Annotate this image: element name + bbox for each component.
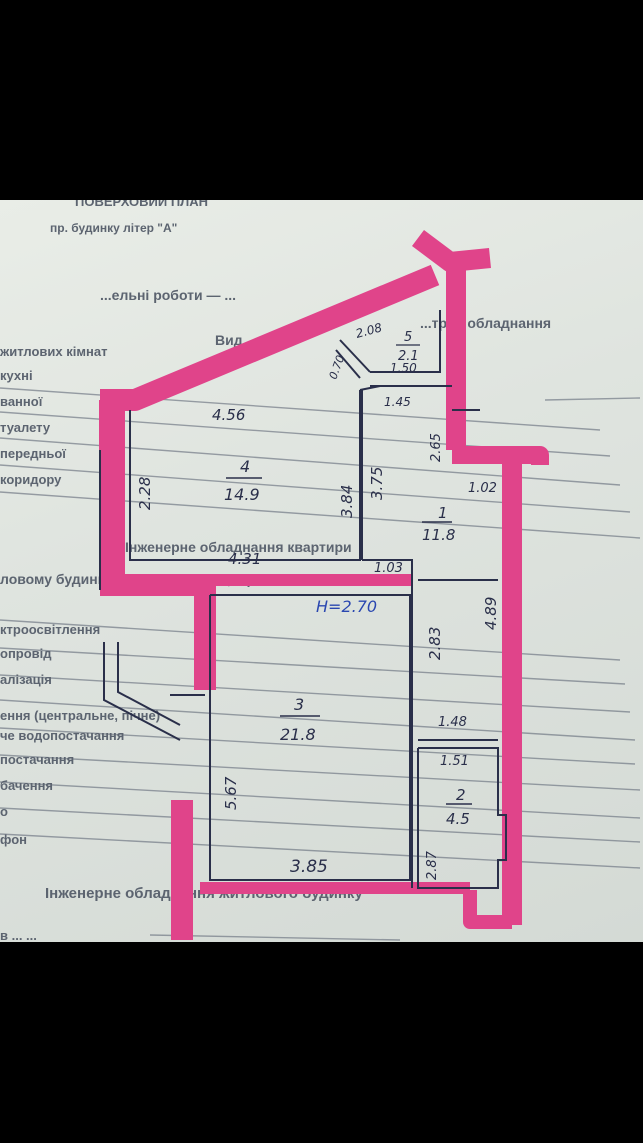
form-label-supply: бачення xyxy=(0,778,53,793)
form-label-hotwater: че водопостачання xyxy=(0,728,124,743)
dimension-labels: 4.56 2.28 4.31 3.84 3.75 2.08 0.70 1.50 … xyxy=(136,320,500,880)
room-1-area: 11.8 xyxy=(422,526,455,544)
dim-3-84: 3.84 xyxy=(338,485,356,518)
room-1: 1 11.8 xyxy=(422,504,455,544)
dim-3-75: 3.75 xyxy=(368,467,386,500)
form-label-rooms: житлових кімнат xyxy=(0,344,107,359)
form-label-phone: фон xyxy=(0,832,27,847)
form-label-heating: ення (центральне, пічне) xyxy=(0,708,160,723)
dim-2-28: 2.28 xyxy=(136,477,154,510)
dim-2-08: 2.08 xyxy=(354,320,384,341)
form-lines xyxy=(0,387,641,941)
walls xyxy=(99,230,549,940)
room-4-number: 4 xyxy=(240,457,250,476)
room-4-area: 14.9 xyxy=(224,485,260,504)
form-label-water: опровід xyxy=(0,646,52,661)
floor-plan-drawing: ПОВЕРХОВИЙ ПЛАН пр. будинку літер "А" ..… xyxy=(0,200,641,942)
dim-5-67: 5.67 xyxy=(222,776,240,810)
room-3-area: 21.8 xyxy=(280,725,316,744)
form-work-line: ...ельні роботи — ... xyxy=(100,287,236,303)
room-5: 5 2.1 xyxy=(396,330,420,364)
form-label-toilet: туалету xyxy=(0,420,51,435)
dim-1-50: 1.50 xyxy=(390,361,417,375)
dim-2-83: 2.83 xyxy=(426,627,444,660)
form-header-sub: пр. будинку літер "А" xyxy=(50,221,177,235)
dim-1-45: 1.45 xyxy=(384,395,411,409)
dim-1-02: 1.02 xyxy=(468,481,497,496)
dim-4-89: 4.89 xyxy=(482,597,500,630)
room-3: 3 21.8 xyxy=(280,695,320,744)
dim-3-85: 3.85 xyxy=(290,857,328,877)
room-5-number: 5 xyxy=(404,330,412,345)
ceiling-height: H=2.70 xyxy=(316,597,377,616)
dim-2-87: 2.87 xyxy=(425,850,440,880)
form-label-gas: постачання xyxy=(0,752,74,767)
room-5-area: 2.1 xyxy=(398,349,419,364)
form-label-sewer: алізація xyxy=(0,672,52,687)
room-2-number: 2 xyxy=(456,786,466,804)
floor-plan-photo: ПОВЕРХОВИЙ ПЛАН пр. будинку літер "А" ..… xyxy=(0,200,643,942)
form-label-kitchen: кухні xyxy=(0,368,33,383)
form-label-bath: ванної xyxy=(0,394,43,409)
form-label-corridor: коридору xyxy=(0,472,62,487)
room-labels: 4 14.9 5 2.1 1 11.8 3 21.8 2 4.5 H=2.70 xyxy=(224,330,472,828)
form-header-title: ПОВЕРХОВИЙ ПЛАН xyxy=(75,200,208,209)
room-3-number: 3 xyxy=(294,695,304,714)
room-2: 2 4.5 xyxy=(446,786,472,828)
dim-1-03: 1.03 xyxy=(374,561,403,576)
dim-4-31: 4.31 xyxy=(228,550,261,568)
form-label-electric: ктроосвітлення xyxy=(0,622,100,637)
form-apartment-equipment: Інженерне обладнання квартири xyxy=(125,539,352,555)
dim-1-51: 1.51 xyxy=(440,754,469,769)
dim-4-56: 4.56 xyxy=(212,406,245,424)
room-2-area: 4.5 xyxy=(446,810,470,828)
dim-0-70: 0.70 xyxy=(327,354,348,381)
room-4: 4 14.9 xyxy=(224,457,262,504)
dim-1-48: 1.48 xyxy=(438,715,467,730)
thin-walls xyxy=(99,310,507,889)
form-label-other: о xyxy=(0,804,8,819)
dim-2-65: 2.65 xyxy=(429,433,444,462)
form-label-hall: передньої xyxy=(0,446,66,461)
form-left-labels: житлових кімнат кухні ванної туалету пер… xyxy=(0,344,160,942)
form-label-bottom: в ... ... xyxy=(0,928,37,942)
room-1-number: 1 xyxy=(438,504,448,522)
